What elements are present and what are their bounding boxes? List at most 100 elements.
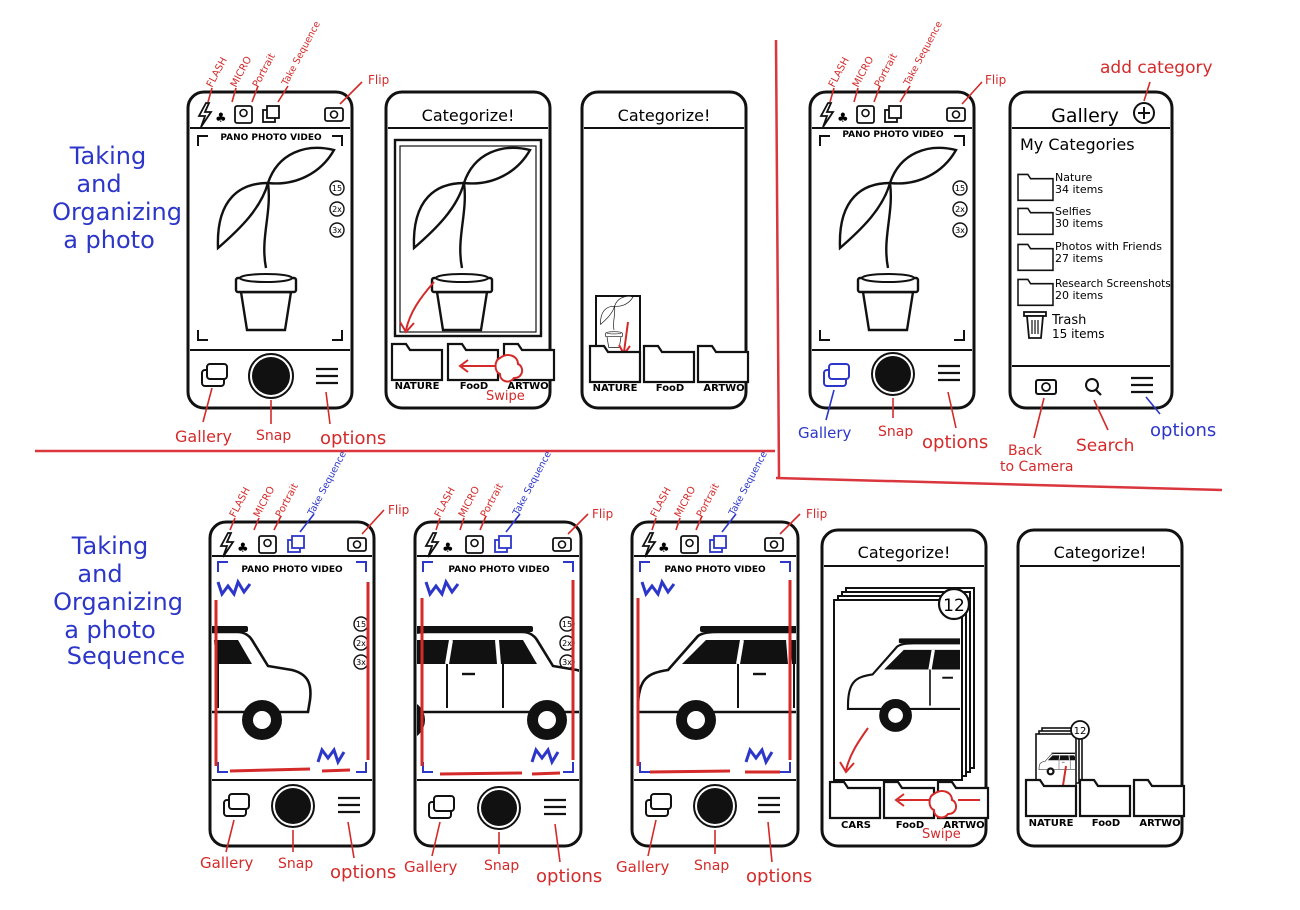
portrait-icon[interactable] <box>856 105 875 124</box>
divider-vertical <box>774 39 781 479</box>
folder-icon[interactable] <box>588 344 642 384</box>
capture-modes[interactable]: PANO PHOTO VIDEO <box>842 130 944 140</box>
timer-option[interactable]: 2x <box>332 205 342 214</box>
folder-label: FooD <box>460 381 488 392</box>
macro-icon[interactable]: ♣ <box>215 111 227 126</box>
gallery-icon[interactable] <box>823 363 850 387</box>
timer-option[interactable]: 15 <box>562 620 572 629</box>
annotation-flash: FLASH <box>228 486 253 520</box>
macro-icon[interactable]: ♣ <box>658 541 670 556</box>
shutter-button[interactable] <box>875 356 911 392</box>
portrait-icon[interactable] <box>465 535 484 554</box>
camera-sequence-screen-2: ♣ 15 2x 3x PANO PHOTO VIDEO <box>413 520 583 848</box>
menu-icon[interactable] <box>338 796 360 814</box>
portrait-icon[interactable] <box>680 535 699 554</box>
sequence-start-mark <box>216 578 252 598</box>
shutter-button[interactable] <box>481 790 517 826</box>
folder-label: FooD <box>896 820 924 831</box>
gallery-icon[interactable] <box>201 363 228 387</box>
timer-option[interactable]: 2x <box>955 205 965 214</box>
timer-option[interactable]: 3x <box>955 226 965 235</box>
flip-camera-icon[interactable] <box>347 537 367 552</box>
timer-option[interactable]: 15 <box>955 184 965 193</box>
folder-icon <box>1017 243 1054 272</box>
annotation-gallery: Gallery <box>175 427 232 446</box>
screen-title: Categorize! <box>422 106 515 125</box>
sequence-start-mark <box>640 578 676 598</box>
timer-option[interactable]: 2x <box>562 639 572 648</box>
shutter-button[interactable] <box>697 788 733 824</box>
menu-icon[interactable] <box>1131 376 1153 394</box>
capture-modes[interactable]: PANO PHOTO VIDEO <box>241 565 343 575</box>
menu-icon[interactable] <box>758 796 780 814</box>
camera-icon[interactable] <box>1035 379 1057 395</box>
annotation-sequence: Take Sequence <box>901 19 945 88</box>
menu-icon[interactable] <box>544 798 566 816</box>
category-item[interactable]: Nature 34 items <box>1017 171 1103 202</box>
macro-icon[interactable]: ♣ <box>837 111 849 126</box>
timer-options[interactable]: 15 2x 3x <box>952 180 968 238</box>
timer-options[interactable]: 15 2x 3x <box>353 616 369 670</box>
search-icon[interactable] <box>1085 378 1102 396</box>
portrait-icon[interactable] <box>258 535 277 554</box>
folder-icon[interactable] <box>1024 778 1078 818</box>
sequence-end-mark <box>744 746 774 766</box>
sequence-end-mark <box>316 746 346 766</box>
folder-label: FooD <box>656 383 684 394</box>
flip-camera-icon[interactable] <box>552 537 572 552</box>
title-line: Taking <box>69 142 146 170</box>
folder-icon[interactable] <box>828 780 882 820</box>
annotation-flash: FLASH <box>433 486 458 520</box>
flash-icon[interactable] <box>641 532 657 558</box>
plus-icon[interactable] <box>1133 102 1155 124</box>
category-item[interactable]: Research Screenshots 20 items <box>1017 278 1171 307</box>
menu-icon[interactable] <box>316 367 338 385</box>
capture-modes[interactable]: PANO PHOTO VIDEO <box>664 565 766 575</box>
flash-icon[interactable] <box>819 102 835 128</box>
folder-icon[interactable] <box>1078 778 1132 818</box>
folder-icon[interactable] <box>446 342 500 382</box>
capture-modes[interactable]: PANO PHOTO VIDEO <box>220 133 322 143</box>
annotation-snap: Snap <box>878 424 913 440</box>
flip-camera-icon[interactable] <box>764 537 784 552</box>
gallery-icon[interactable] <box>428 795 455 819</box>
folder-label: ARTWO <box>703 383 744 394</box>
shutter-button[interactable] <box>252 357 290 395</box>
capture-modes[interactable]: PANO PHOTO VIDEO <box>448 565 550 575</box>
trash-item[interactable]: Trash 15 items <box>1023 311 1104 341</box>
category-item[interactable]: Selfies 30 items <box>1017 205 1103 236</box>
timer-option[interactable]: 15 <box>356 620 366 629</box>
category-item[interactable]: Photos with Friends 27 items <box>1017 240 1162 272</box>
timer-option[interactable]: 3x <box>332 226 342 235</box>
menu-icon[interactable] <box>938 364 960 382</box>
stack-count: 12 <box>943 596 965 616</box>
timer-options[interactable]: 15 2x 3x <box>329 180 345 238</box>
folder-icon[interactable] <box>642 344 696 384</box>
sequence-start-mark <box>424 578 460 598</box>
flash-icon[interactable] <box>197 102 213 128</box>
timer-option[interactable]: 3x <box>356 658 366 667</box>
annotation-snap: Snap <box>256 428 291 444</box>
folder-icon[interactable] <box>1132 778 1186 818</box>
portrait-icon[interactable] <box>234 105 253 124</box>
shutter-button[interactable] <box>275 788 311 824</box>
timer-option[interactable]: 3x <box>562 658 572 667</box>
annotation-flip: Flip <box>368 73 389 87</box>
folder-label: FooD <box>1092 818 1120 829</box>
folder-icon[interactable] <box>390 342 444 382</box>
gallery-icon[interactable] <box>645 793 672 817</box>
timer-option[interactable]: 15 <box>332 184 342 193</box>
flip-camera-icon[interactable] <box>946 107 966 122</box>
category-folders <box>390 342 556 382</box>
macro-icon[interactable]: ♣ <box>442 541 454 556</box>
flip-camera-icon[interactable] <box>324 107 344 122</box>
folder-icon[interactable] <box>696 344 750 384</box>
photo-stack-thumbnail[interactable] <box>1035 727 1089 787</box>
annotation-gallery: Gallery <box>616 858 670 876</box>
flash-icon[interactable] <box>424 532 440 558</box>
gallery-icon[interactable] <box>223 793 250 817</box>
macro-icon[interactable]: ♣ <box>237 541 249 556</box>
gallery-screen: Gallery My Categories Nature 34 items Se… <box>1008 90 1174 410</box>
timer-option[interactable]: 2x <box>356 639 366 648</box>
flash-icon[interactable] <box>219 532 235 558</box>
